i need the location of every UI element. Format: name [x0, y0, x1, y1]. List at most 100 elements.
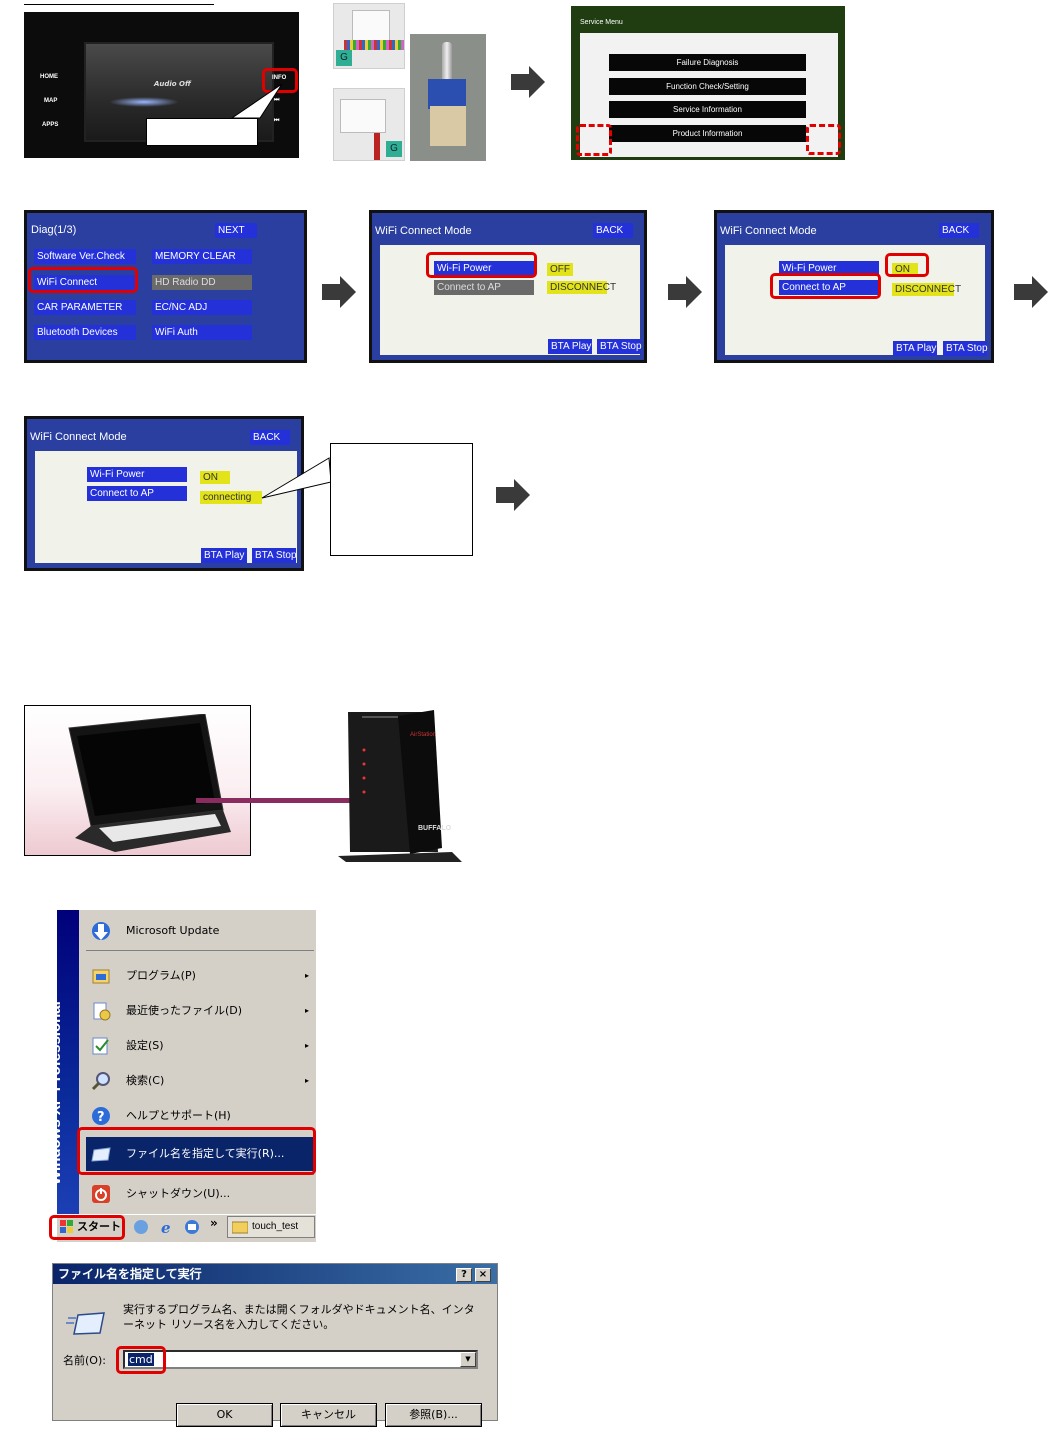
- arrow-right-icon: [322, 276, 356, 308]
- product-information-button[interactable]: Product Information: [609, 125, 806, 142]
- wifi-mode-screen-1: WiFi Connect Mode BACK Wi-Fi Power Conne…: [369, 210, 647, 363]
- help-icon: ?: [92, 1107, 110, 1125]
- callout-pointer: [261, 457, 332, 499]
- connect-to-ap-button[interactable]: Connect to AP: [434, 280, 534, 295]
- close-button[interactable]: ×: [475, 1268, 491, 1282]
- back-button[interactable]: BACK: [250, 430, 290, 445]
- help-button[interactable]: ?: [456, 1268, 472, 1282]
- svg-text:e: e: [161, 1219, 171, 1236]
- next-track-icon[interactable]: ⏭: [274, 97, 280, 103]
- menu-item-recent-files[interactable]: 最近使ったファイル(D) ▸: [86, 994, 316, 1028]
- laptop-icon: [68, 714, 231, 852]
- screen-audio-text: Audio Off: [154, 80, 191, 88]
- menu-item-microsoft-update[interactable]: Microsoft Update: [86, 914, 316, 948]
- software-ver-check-button[interactable]: Software Ver.Check: [34, 249, 136, 264]
- bta-stop-button[interactable]: BTA Stop: [943, 341, 988, 356]
- diag-title: Diag(1/3): [31, 224, 77, 236]
- menu-item-programs[interactable]: プログラム(P) ▸: [86, 959, 316, 993]
- header-underline: [24, 4, 214, 5]
- recent-files-icon: [93, 1002, 111, 1021]
- diag-screen: Diag(1/3) NEXT Software Ver.Check WiFi C…: [24, 210, 307, 363]
- wifi-mode-title: WiFi Connect Mode: [375, 225, 472, 237]
- power-icon: [92, 1185, 110, 1203]
- taskbar-folder-button[interactable]: touch_test: [227, 1216, 315, 1238]
- wifi-mode-title: WiFi Connect Mode: [30, 431, 127, 443]
- memory-clear-button[interactable]: MEMORY CLEAR: [152, 249, 252, 264]
- next-button[interactable]: NEXT: [215, 223, 257, 238]
- hidden-corner-right[interactable]: [806, 124, 841, 155]
- name-label: 名前(O):: [63, 1354, 106, 1367]
- quicklaunch-network-icon[interactable]: [131, 1218, 151, 1236]
- taskbar-more-icon[interactable]: »: [210, 1216, 218, 1230]
- wifi-auth-button[interactable]: WiFi Auth: [152, 325, 252, 340]
- menu-item-search[interactable]: 検索(C) ▸: [86, 1064, 316, 1098]
- wifi-connect-button[interactable]: WiFi Connect: [34, 275, 136, 290]
- hidden-corner-left[interactable]: [576, 124, 612, 156]
- toggle-switch-photo: [410, 34, 486, 161]
- back-button[interactable]: BACK: [939, 223, 979, 238]
- bta-play-button[interactable]: BTA Play: [893, 341, 937, 356]
- browse-button[interactable]: 参照(B)...: [385, 1403, 482, 1427]
- connect-status: connecting: [200, 491, 262, 504]
- quicklaunch-desktop-icon[interactable]: [182, 1218, 202, 1236]
- connect-to-ap-highlight: [770, 273, 881, 299]
- folder-label: touch_test: [252, 1221, 299, 1232]
- wifi-power-highlight: [426, 252, 537, 278]
- home-button[interactable]: HOME: [40, 74, 58, 80]
- menu-item-run[interactable]: ファイル名を指定して実行(R)...: [86, 1137, 316, 1171]
- run-dialog-title: ファイル名を指定して実行: [53, 1264, 497, 1284]
- quicklaunch-ie-icon[interactable]: e: [158, 1218, 178, 1236]
- apps-button[interactable]: APPS: [42, 122, 59, 128]
- info-button[interactable]: INFO: [272, 75, 287, 81]
- menu-item-help[interactable]: ? ヘルプとサポート(H): [86, 1099, 316, 1133]
- screen-glow: [109, 97, 179, 107]
- ec-nc-adj-button[interactable]: EC/NC ADJ: [152, 300, 252, 315]
- menu-item-settings[interactable]: 設定(S) ▸: [86, 1029, 316, 1063]
- run-icon: [91, 1147, 111, 1162]
- wifi-mode-screen-3: WiFi Connect Mode BACK Wi-Fi Power Conne…: [24, 416, 304, 571]
- start-button[interactable]: スタート: [57, 1216, 125, 1238]
- start-menu-banner: [57, 910, 79, 1214]
- g-tag: G: [336, 50, 352, 66]
- g-tag: G: [386, 141, 402, 157]
- start-label: スタート: [77, 1220, 121, 1233]
- connect-status: DISCONNECT: [547, 281, 616, 294]
- bta-play-button[interactable]: BTA Play: [548, 339, 592, 354]
- callout-box-2: [330, 443, 473, 556]
- wifi-power-button[interactable]: Wi-Fi Power: [434, 261, 534, 276]
- bta-stop-button[interactable]: BTA Stop: [252, 548, 297, 563]
- bta-play-button[interactable]: BTA Play: [201, 548, 247, 563]
- bta-stop-button[interactable]: BTA Stop: [597, 339, 642, 354]
- prev-track-icon[interactable]: ⏮: [274, 118, 280, 124]
- map-button[interactable]: MAP: [44, 98, 58, 104]
- arrow-right-icon: [496, 479, 530, 511]
- dropdown-arrow-icon[interactable]: ▼: [460, 1352, 476, 1367]
- connect-to-ap-button[interactable]: Connect to AP: [87, 486, 187, 501]
- svg-text:?: ?: [97, 1110, 105, 1125]
- service-information-button[interactable]: Service Information: [609, 101, 806, 118]
- wifi-power-status: OFF: [547, 263, 573, 276]
- connect-to-ap-button[interactable]: Connect to AP: [779, 280, 879, 295]
- hd-radio-dd-button[interactable]: HD Radio DD: [152, 275, 252, 290]
- function-check-button[interactable]: Function Check/Setting: [609, 78, 806, 95]
- ok-button[interactable]: OK: [176, 1403, 273, 1427]
- back-button[interactable]: BACK: [593, 223, 633, 238]
- cmd-input-highlight: [116, 1346, 166, 1374]
- arrow-right-icon: [511, 66, 545, 98]
- ethernet-cable: [196, 798, 354, 803]
- wifi-power-button[interactable]: Wi-Fi Power: [779, 261, 879, 276]
- menu-item-shutdown[interactable]: シャットダウン(U)...: [86, 1177, 316, 1211]
- laptop-photo: [24, 705, 251, 856]
- run-command-value: cmd: [128, 1353, 154, 1366]
- wifi-power-button[interactable]: Wi-Fi Power: [87, 467, 187, 482]
- cancel-button[interactable]: キャンセル: [280, 1403, 377, 1427]
- search-icon: [91, 1072, 110, 1091]
- failure-diagnosis-button[interactable]: Failure Diagnosis: [609, 54, 806, 71]
- submenu-arrow-icon: ▸: [305, 1006, 310, 1015]
- run-command-input[interactable]: cmd: [123, 1350, 478, 1369]
- service-menu-title: Service Menu: [580, 19, 623, 26]
- bluetooth-devices-button[interactable]: Bluetooth Devices: [34, 325, 136, 340]
- car-parameter-button[interactable]: CAR PARAMETER: [34, 300, 136, 315]
- wifi-mode-title: WiFi Connect Mode: [720, 225, 817, 237]
- arrow-right-icon: [668, 276, 702, 308]
